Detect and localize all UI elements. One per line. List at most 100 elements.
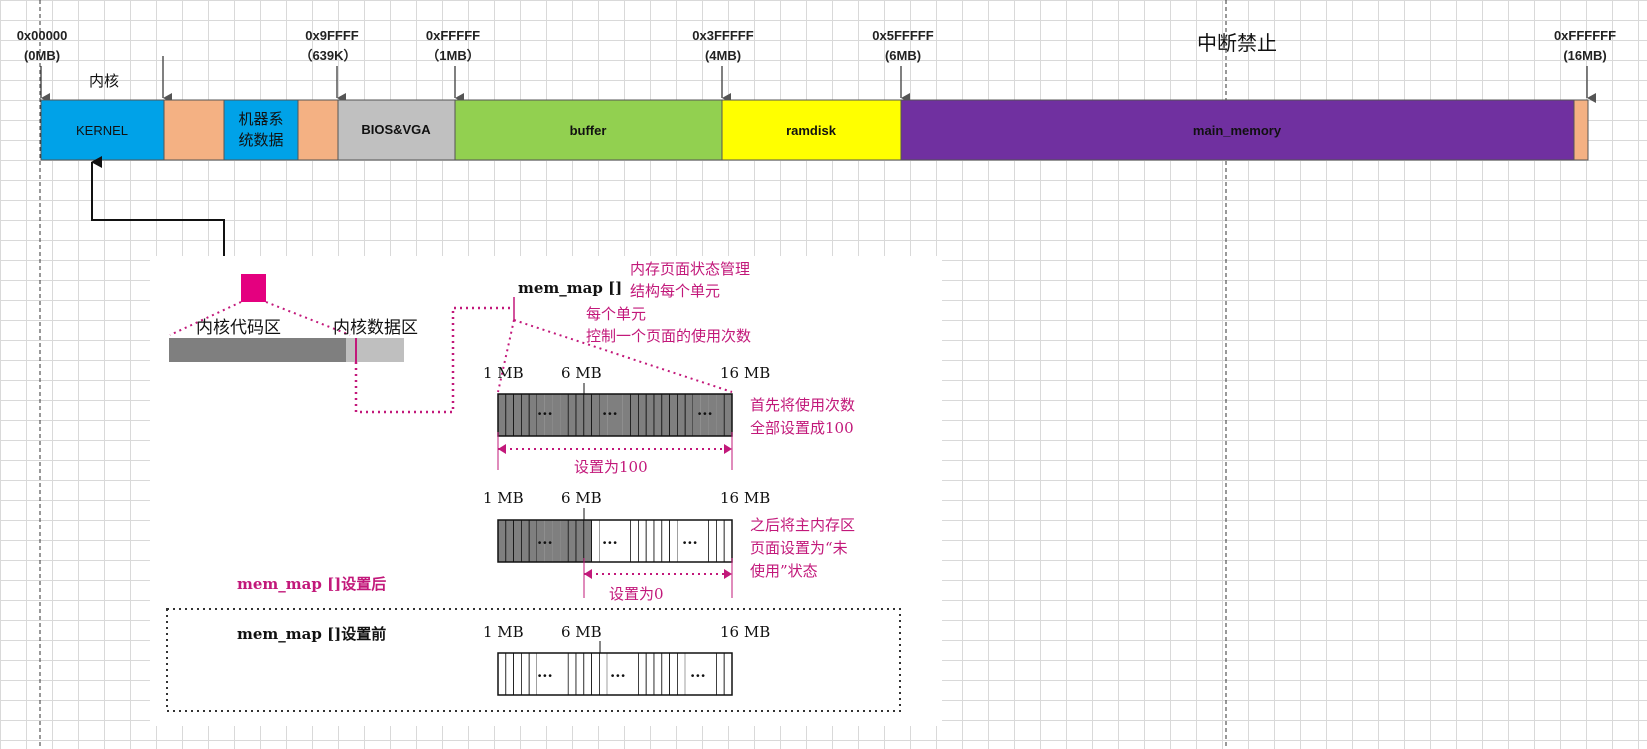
kernel-code-label: 内核代码区 [196, 318, 281, 338]
page-cell [560, 653, 569, 695]
row2-16mb: 16 MB [720, 489, 770, 507]
detail-panel-background [150, 256, 942, 726]
set100-arrow-left [498, 444, 506, 454]
page-cell [638, 519, 647, 563]
page-cell [544, 653, 553, 695]
page-cell [521, 393, 530, 437]
note-then-2: 页面设置为“未 [750, 539, 848, 557]
page-cell [700, 394, 709, 436]
page-cell [723, 393, 733, 437]
page-cell [544, 520, 553, 562]
page-cell [677, 393, 686, 437]
page-cell [661, 393, 670, 437]
page-cell [567, 519, 577, 563]
kernel-detail-connector [91, 156, 225, 256]
page-cell [560, 520, 569, 562]
addr-0-line2: (0MB) [24, 48, 60, 63]
zoom-line-unit-right [513, 319, 733, 393]
row2-1mb: 1 MB [483, 489, 524, 507]
page-cell [645, 393, 655, 437]
page-strip-outline [497, 393, 733, 437]
page-cell [607, 394, 615, 436]
page-cell [661, 652, 670, 696]
page-cell [723, 519, 733, 563]
row3-ellipsis-2: ... [610, 663, 626, 681]
page-cell [513, 393, 522, 437]
segment-reserved-2 [297, 99, 339, 161]
segment-buffer [454, 99, 723, 161]
page-cell [583, 652, 592, 696]
page-cell [653, 652, 663, 696]
page-cell [505, 393, 514, 437]
page-cell [693, 520, 701, 562]
page-cell [544, 394, 553, 436]
page-cell [497, 393, 507, 437]
page-cell [685, 520, 693, 562]
page-cell [537, 520, 545, 562]
page-cell [591, 519, 600, 563]
mem-map-location-marker [241, 274, 266, 302]
row1-16mb: 16 MB [720, 364, 770, 382]
page-strip-outline [497, 519, 733, 563]
page-cell [677, 520, 686, 562]
addr-2-line1: 0xFFFFF [426, 28, 480, 43]
row3-cells [497, 652, 733, 696]
page-cell [591, 393, 600, 437]
segment-ramdisk [721, 99, 902, 161]
interrupt-caption: 中断禁止 [1197, 31, 1277, 55]
page-cell [708, 519, 717, 563]
addr-3-line1: 0x3FFFFF [692, 28, 753, 43]
set100-arrow-right [724, 444, 732, 454]
page-cell [700, 520, 709, 562]
row3-6mb: 6 MB [561, 623, 602, 641]
page-cell [700, 653, 709, 695]
addr-5-line1: 0xFFFFFF [1554, 28, 1616, 43]
page-cell [505, 519, 514, 563]
segment-kernel [40, 99, 165, 161]
page-cell [716, 652, 725, 696]
page-cell [505, 652, 514, 696]
row1-ellipsis-1: ... [537, 401, 553, 419]
page-cell [669, 519, 678, 563]
before-label: mem_map []设置前 [237, 625, 386, 643]
page-cell [645, 652, 655, 696]
page-cell [567, 393, 577, 437]
row2-ellipsis-3: ... [682, 530, 698, 548]
page-cell [615, 653, 623, 695]
mem-map-dotted-path [354, 306, 514, 414]
segment-reserved-end [1573, 99, 1589, 161]
row2-6mb: 6 MB [561, 489, 602, 507]
page-cell [521, 519, 530, 563]
after-label: mem_map []设置后 [237, 575, 386, 593]
note-struct-1: 内存页面状态管理 [630, 260, 750, 278]
page-cell [497, 652, 507, 696]
page-cell [669, 393, 678, 437]
page-cell [528, 519, 538, 563]
segment-buffer-label: buffer [570, 123, 607, 138]
addr-3-line2: (4MB) [705, 48, 741, 63]
page-cell [716, 394, 725, 436]
addr-4-line1: 0x5FFFFF [872, 28, 933, 43]
page-cell [567, 652, 577, 696]
page-strip-outline [497, 652, 733, 696]
note-then-3: 使用”状态 [750, 562, 818, 580]
row1-6mb: 6 MB [561, 364, 602, 382]
page-cell [607, 653, 615, 695]
addr-1-line2: （639K） [299, 48, 356, 63]
note-then-1: 之后将主内存区 [750, 516, 855, 534]
page-cell [708, 394, 717, 436]
note-first-1: 首先将使用次数 [750, 396, 855, 414]
note-unit-1: 每个单元 [586, 305, 646, 323]
page-cell [528, 652, 538, 696]
page-cell [615, 394, 623, 436]
page-cell [497, 519, 507, 563]
page-cell [638, 652, 647, 696]
page-cell [669, 652, 678, 696]
row1-ellipsis-2: ... [602, 401, 618, 419]
page-cell [622, 653, 631, 695]
page-cell [684, 393, 694, 437]
set100-label: 设置为100 [574, 458, 648, 476]
row3-16mb: 16 MB [720, 623, 770, 641]
segment-machine-data-label-1: 机器系 [238, 110, 283, 128]
page-cell [528, 393, 538, 437]
